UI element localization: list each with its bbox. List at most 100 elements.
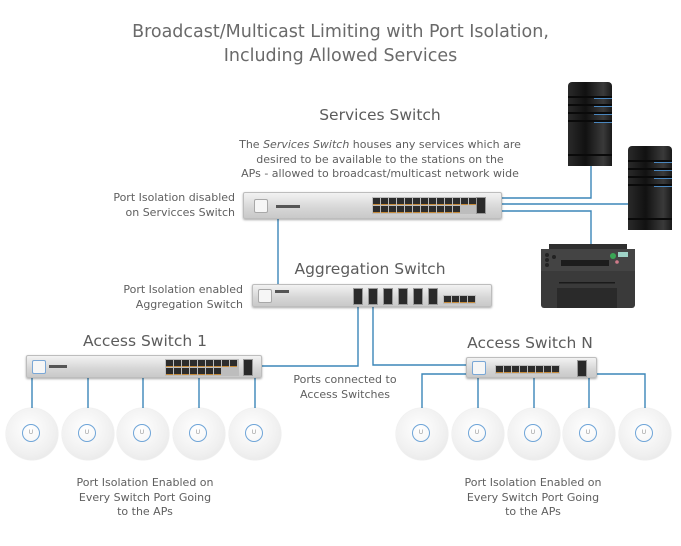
- wire-accessn-ap1: [421, 373, 466, 408]
- ethernet-port: [206, 360, 213, 367]
- ethernet-port: [373, 198, 380, 205]
- access-point[interactable]: U: [62, 408, 114, 460]
- description-line-3: APs - allowed to broadcast/multicast net…: [241, 167, 519, 180]
- ethernet-port: [413, 206, 420, 213]
- access-switch-n[interactable]: [466, 357, 597, 378]
- access-switch-1-heading: Access Switch 1: [82, 332, 208, 350]
- ethernet-port: [437, 198, 444, 205]
- ethernet-port: [206, 368, 213, 375]
- description-rest: houses any services which are: [349, 138, 521, 151]
- sfp-slot: [368, 288, 378, 305]
- access-point[interactable]: U: [396, 408, 448, 460]
- aggregation-rj45-ports: [443, 295, 476, 304]
- ethernet-port: [528, 366, 535, 373]
- ethernet-port: [421, 198, 428, 205]
- wire-accessn-ap5: [596, 373, 646, 408]
- ethernet-port: [445, 198, 452, 205]
- access-point[interactable]: U: [452, 408, 504, 460]
- access-point[interactable]: U: [6, 408, 58, 460]
- ethernet-port: [397, 206, 404, 213]
- sfp-port: [476, 197, 486, 214]
- ethernet-port: [536, 366, 543, 373]
- ethernet-port: [190, 368, 197, 375]
- access-switch-1[interactable]: [26, 355, 262, 378]
- ethernet-port: [504, 366, 511, 373]
- ap-logo-icon: U: [579, 424, 597, 442]
- title-line-2: Including Allowed Services: [223, 46, 458, 66]
- ap-note-line-3: to the APs: [505, 505, 561, 518]
- side-note-line-2: Aggregation Switch: [135, 297, 243, 311]
- ethernet-port: [389, 206, 396, 213]
- sfp-port: [243, 359, 253, 376]
- ethernet-port: [405, 198, 412, 205]
- access-switch-1-ports: [165, 359, 239, 376]
- ethernet-port: [429, 198, 436, 205]
- side-note-line-1: Port Isolation enabled: [123, 283, 243, 296]
- ethernet-port: [421, 206, 428, 213]
- ethernet-port: [230, 360, 237, 367]
- description-italic: Services Switch: [263, 138, 350, 151]
- ethernet-port: [381, 206, 388, 213]
- server-1[interactable]: [568, 82, 612, 166]
- wire-to-printer: [500, 210, 592, 244]
- ethernet-port: [222, 360, 229, 367]
- ap-note-right: Port Isolation Enabled on Every Switch P…: [438, 476, 628, 520]
- ap-logo-icon: U: [78, 424, 96, 442]
- ap-note-line-1: Port Isolation Enabled on: [76, 476, 214, 489]
- ethernet-port: [174, 360, 181, 367]
- description-line-2: desired to be available to the stations …: [256, 152, 504, 166]
- services-switch-side-note: Port Isolation disabled on Servicces Swi…: [60, 191, 235, 220]
- ap-logo-icon: U: [189, 424, 207, 442]
- access-point[interactable]: U: [563, 408, 615, 460]
- ethernet-port: [461, 198, 468, 205]
- ethernet-port: [182, 368, 189, 375]
- wire-agg-to-access-n: [372, 306, 466, 366]
- ethernet-port: [453, 206, 460, 213]
- services-switch-heading: Services Switch: [319, 106, 441, 124]
- printer-icon[interactable]: [541, 244, 635, 308]
- ports-connected-note: Ports connected to Access Switches: [270, 373, 420, 402]
- ethernet-port: [381, 198, 388, 205]
- wire-to-server-1: [500, 166, 592, 199]
- ap-note-line-2: Every Switch Port Going: [78, 490, 212, 504]
- access-point[interactable]: U: [619, 408, 671, 460]
- ap-logo-icon: U: [635, 424, 653, 442]
- ethernet-port: [544, 366, 551, 373]
- services-switch[interactable]: [243, 192, 502, 219]
- ap-note-line-2: Every Switch Port Going: [466, 490, 600, 504]
- access-switch-n-logo-button: [472, 361, 486, 375]
- access-point[interactable]: U: [173, 408, 225, 460]
- sfp-slot: [383, 288, 393, 305]
- ethernet-port: [437, 206, 444, 213]
- services-switch-description: The Services Switch houses any services …: [215, 138, 545, 182]
- ethernet-port: [468, 296, 475, 303]
- ap-logo-icon: U: [22, 424, 40, 442]
- description-prefix: The: [239, 138, 264, 151]
- ap-logo-icon: U: [468, 424, 486, 442]
- ports-note-line-1: Ports connected to: [293, 373, 397, 386]
- ap-note-line-3: to the APs: [117, 505, 173, 518]
- ethernet-port: [198, 368, 205, 375]
- access-point[interactable]: U: [508, 408, 560, 460]
- description-line-1: The Services Switch houses any services …: [215, 138, 545, 153]
- access-point[interactable]: U: [229, 408, 281, 460]
- aggregation-switch-heading: Aggregation Switch: [294, 260, 446, 278]
- sfp-slot: [353, 288, 363, 305]
- server-2[interactable]: [628, 146, 672, 230]
- ethernet-port: [174, 368, 181, 375]
- brand-logo: [49, 365, 67, 368]
- ap-logo-icon: U: [133, 424, 151, 442]
- brand-logo: [276, 205, 300, 208]
- ethernet-port: [405, 206, 412, 213]
- ports-note-line-2: Access Switches: [299, 387, 391, 401]
- ap-logo-icon: U: [245, 424, 263, 442]
- ethernet-port: [166, 360, 173, 367]
- aggregation-switch[interactable]: [252, 284, 492, 307]
- services-switch-ports: [372, 197, 479, 214]
- ethernet-port: [397, 198, 404, 205]
- access-point[interactable]: U: [117, 408, 169, 460]
- ethernet-port: [453, 198, 460, 205]
- sfp-slot: [428, 288, 438, 305]
- aggregation-switch-side-note: Port Isolation enabled Aggregation Switc…: [60, 283, 243, 312]
- ethernet-port: [373, 206, 380, 213]
